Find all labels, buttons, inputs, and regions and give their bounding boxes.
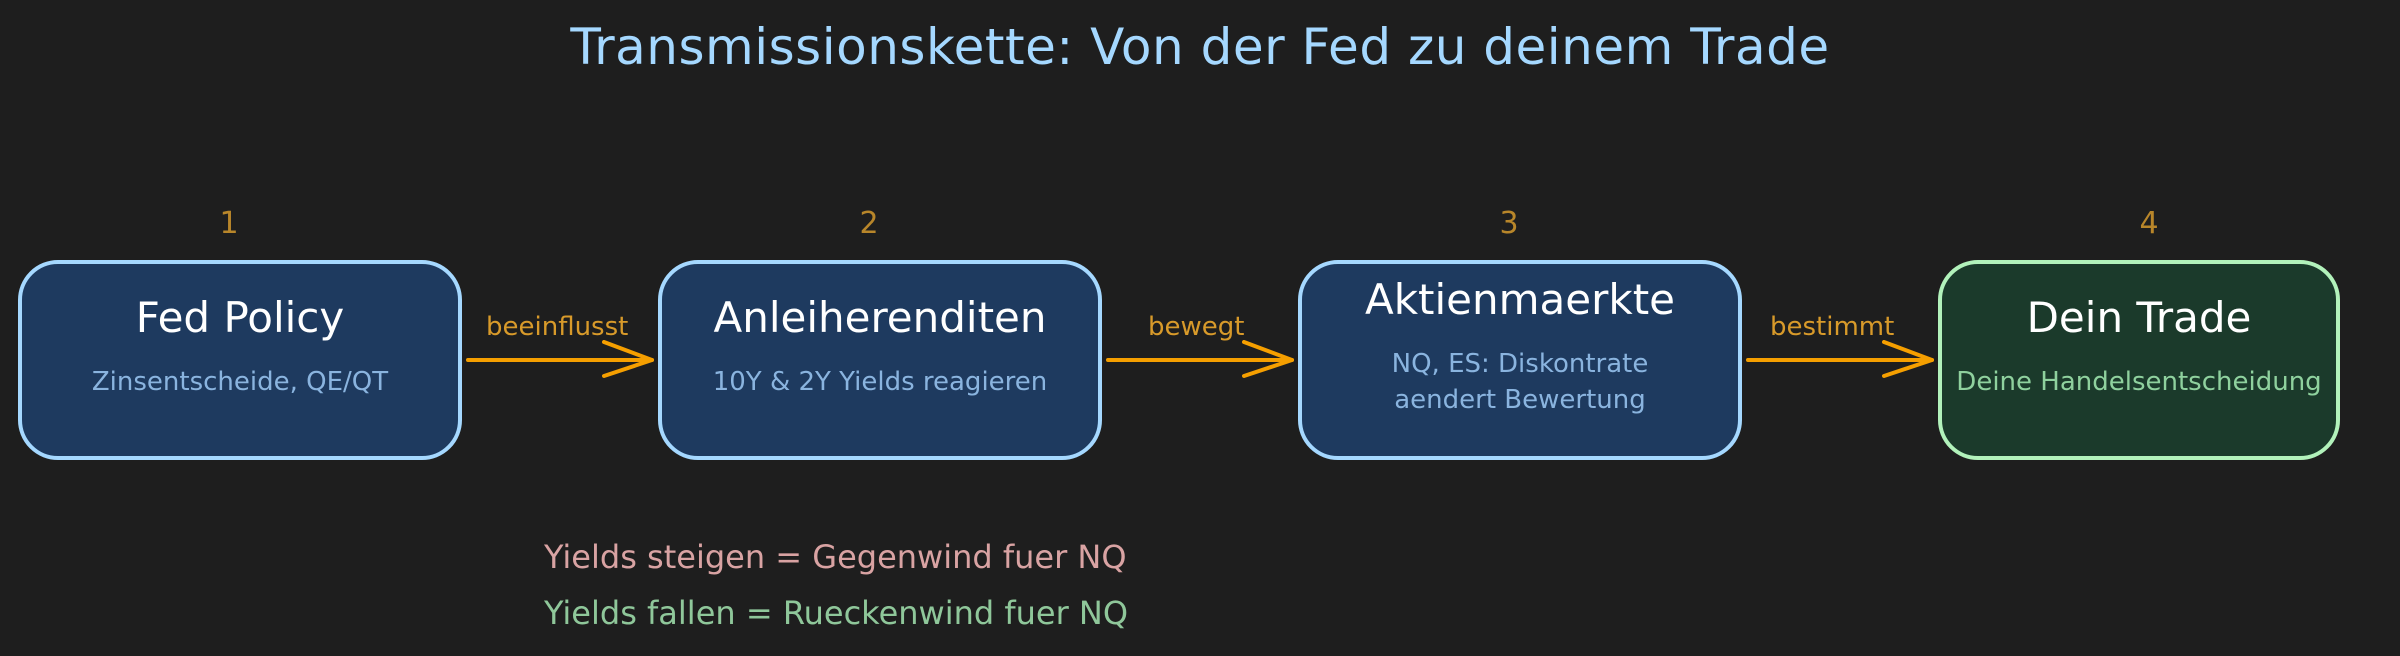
- arrow-right-icon: [1106, 340, 1294, 378]
- diagram-title: Transmissionskette: Von der Fed zu deine…: [570, 18, 1830, 76]
- node-title: Aktienmaerkte: [1364, 274, 1676, 324]
- node-fed-policy: Fed Policy Zinsentscheide, QE/QT: [18, 260, 462, 460]
- node-subtitle-line-2: aendert Bewertung: [1394, 384, 1646, 415]
- arrow-label-bestimmt: bestimmt: [1770, 312, 1895, 342]
- step-number-1: 1: [219, 206, 239, 241]
- node-title: Fed Policy: [135, 292, 345, 342]
- node-subtitle: Zinsentscheide, QE/QT: [91, 366, 389, 397]
- step-number-2: 2: [859, 206, 879, 241]
- node-subtitle-line-1: NQ, ES: Diskontrate: [1391, 348, 1649, 379]
- node-title: Dein Trade: [2026, 292, 2252, 342]
- arrow-right-icon: [466, 340, 654, 378]
- arrow-label-bewegt: bewegt: [1148, 312, 1245, 342]
- node-dein-trade: Dein Trade Deine Handelsentscheidung: [1938, 260, 2340, 460]
- node-subtitle: NQ, ES: Diskontrate aendert Bewertung: [1392, 346, 1649, 418]
- arrow-right-icon: [1746, 340, 1934, 378]
- node-aktienmaerkte: Aktienmaerkte NQ, ES: Diskontrate aender…: [1298, 260, 1742, 460]
- step-number-3: 3: [1499, 206, 1519, 241]
- node-subtitle: 10Y & 2Y Yields reagieren: [712, 366, 1048, 397]
- node-title: Anleiherenditen: [713, 292, 1047, 342]
- node-subtitle: Deine Handelsentscheidung: [1956, 366, 2322, 397]
- step-number-4: 4: [2139, 206, 2159, 241]
- arrow-label-beeinflusst: beeinflusst: [486, 312, 629, 342]
- node-anleiherenditen: Anleiherenditen 10Y & 2Y Yields reagiere…: [658, 260, 1102, 460]
- note-yields-rising: Yields steigen = Gegenwind fuer NQ: [544, 538, 1127, 576]
- note-yields-falling: Yields fallen = Rueckenwind fuer NQ: [544, 594, 1129, 632]
